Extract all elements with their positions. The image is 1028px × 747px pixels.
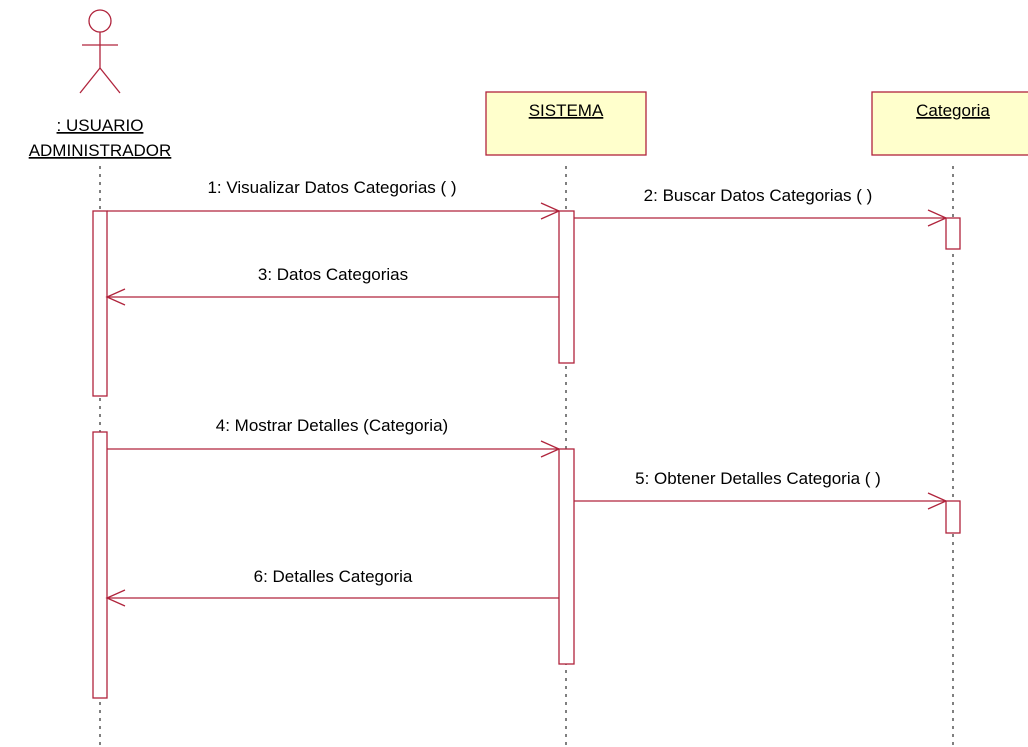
activation-categoria-2 <box>945 500 961 534</box>
actor-name-line2: ADMINISTRADOR <box>29 141 172 160</box>
object-sistema: SISTEMA <box>485 91 647 156</box>
object-box <box>485 91 647 156</box>
arrowhead-icon <box>927 492 948 510</box>
activation-usuario-2 <box>92 431 108 699</box>
arrowhead-icon <box>927 209 948 227</box>
message-3: 3: Datos Categorias <box>105 265 559 306</box>
actor-usuario-administrador: : USUARIO ADMINISTRADOR <box>29 9 172 160</box>
activation-sistema-2 <box>558 448 575 665</box>
arrowhead-icon <box>540 202 561 220</box>
message-4: 4: Mostrar Detalles (Categoria) <box>107 416 561 458</box>
arrowhead-icon <box>105 589 126 607</box>
object-name: Categoria <box>916 101 990 120</box>
message-label: 3: Datos Categorias <box>258 265 408 284</box>
message-label: 1: Visualizar Datos Categorias ( ) <box>207 178 456 197</box>
activation-usuario-1 <box>92 210 108 397</box>
actor-name-line1: : USUARIO <box>57 116 144 135</box>
message-label: 4: Mostrar Detalles (Categoria) <box>216 416 448 435</box>
message-6: 6: Detalles Categoria <box>105 567 559 607</box>
message-label: 2: Buscar Datos Categorias ( ) <box>644 186 873 205</box>
activation-categoria-1 <box>945 217 961 250</box>
message-2: 2: Buscar Datos Categorias ( ) <box>574 186 948 227</box>
stick-figure-actor-icon <box>79 9 121 94</box>
arrowhead-icon <box>105 288 126 306</box>
message-1: 1: Visualizar Datos Categorias ( ) <box>107 178 561 220</box>
message-5: 5: Obtener Detalles Categoria ( ) <box>574 469 948 510</box>
activation-sistema-1 <box>558 210 575 364</box>
message-label: 6: Detalles Categoria <box>254 567 413 586</box>
object-name: SISTEMA <box>529 101 604 120</box>
message-label: 5: Obtener Detalles Categoria ( ) <box>635 469 881 488</box>
object-categoria: Categoria <box>871 91 1028 156</box>
arrowhead-icon <box>540 440 561 458</box>
object-box <box>871 91 1028 156</box>
